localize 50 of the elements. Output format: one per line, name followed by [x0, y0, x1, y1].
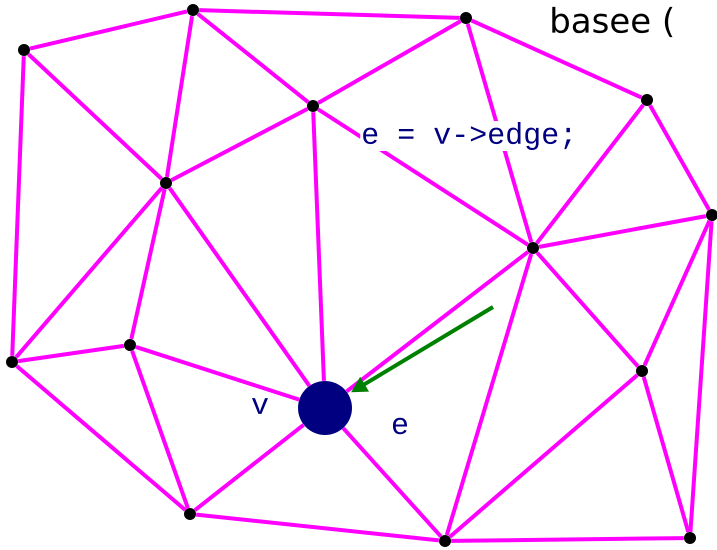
mesh-edge	[194, 423, 305, 512]
vertex-dot	[160, 177, 172, 189]
vertex-dot	[18, 44, 30, 56]
mesh-edge	[470, 18, 642, 100]
mesh-edge	[342, 426, 442, 538]
mesh-edge	[451, 536, 684, 543]
vertex-dot	[187, 4, 199, 16]
mesh-edge	[448, 374, 639, 538]
vertex-dot	[641, 94, 653, 106]
vertex-dot	[124, 339, 136, 351]
mesh-edge	[170, 107, 308, 182]
mesh-edge	[642, 376, 690, 533]
mesh-edge	[130, 350, 190, 509]
mesh-edge	[535, 104, 645, 244]
vertex-dot	[307, 100, 319, 112]
vertex-dot	[684, 532, 696, 544]
mesh-edge	[196, 512, 440, 542]
vertex-dot	[184, 508, 196, 520]
mesh-edge	[538, 214, 706, 249]
mesh-edge	[196, 12, 310, 104]
vertex-dot	[460, 12, 472, 24]
vertex-label: v	[252, 398, 268, 414]
edge-label: e	[390, 416, 410, 436]
vertex-dot	[6, 356, 18, 368]
mesh-edge	[10, 56, 26, 356]
mesh-edge	[129, 188, 167, 340]
mesh-edge	[317, 108, 529, 246]
mesh-edge	[317, 19, 462, 105]
mesh-edge	[30, 9, 188, 51]
mesh-edge	[135, 345, 300, 402]
mesh-edge	[27, 52, 163, 180]
vertex-dot	[439, 535, 451, 547]
mesh-edge	[15, 364, 187, 512]
vertex-dot	[636, 365, 648, 377]
mesh-edge	[199, 8, 460, 20]
mesh-edge	[345, 250, 530, 393]
mesh-edge	[444, 253, 534, 536]
mesh-edge	[168, 186, 311, 387]
mesh-edge	[18, 344, 124, 364]
mesh-edge	[311, 112, 326, 381]
vertex-dot	[527, 242, 539, 254]
mesh-edge	[648, 104, 711, 211]
mesh-edge	[536, 251, 640, 368]
mesh-edge	[14, 186, 164, 359]
mesh-edge	[164, 16, 194, 178]
vertex-dot	[298, 381, 352, 435]
heading-text: basee (	[552, 6, 672, 38]
code-text: e = v->edge;	[360, 121, 578, 151]
mesh-edge	[642, 220, 712, 366]
mesh-edge	[688, 221, 714, 532]
